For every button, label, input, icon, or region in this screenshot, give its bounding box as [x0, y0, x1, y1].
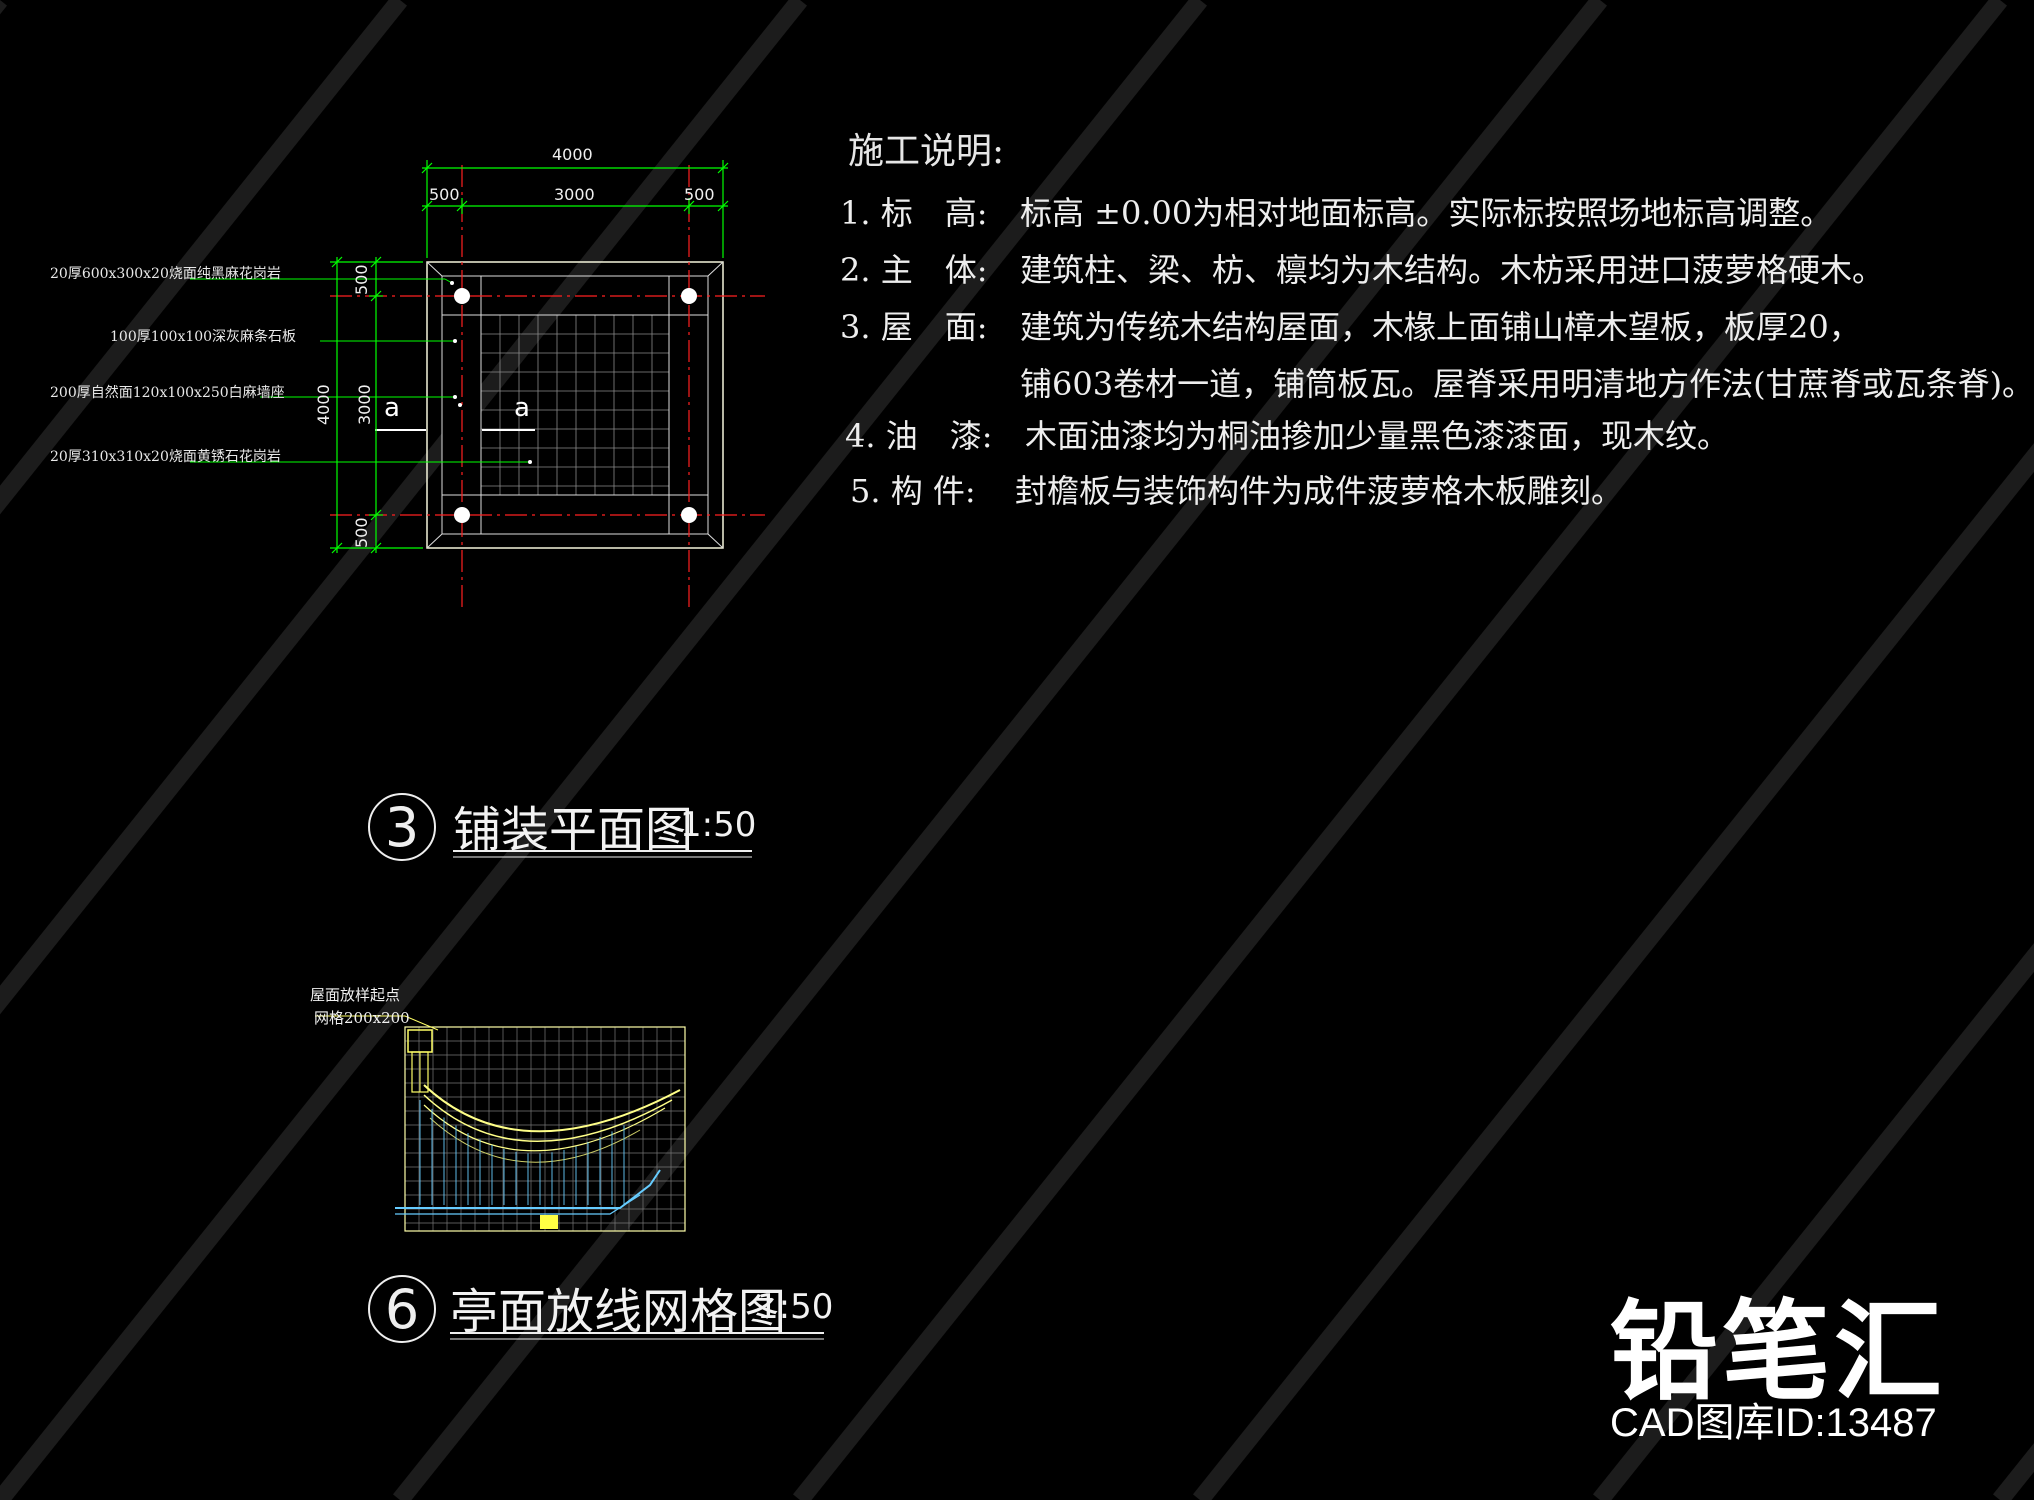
roof-grid-title: 亭面放线网格图: [450, 1284, 787, 1340]
plan-outer-border: [426, 261, 724, 549]
left-dimensions: [330, 256, 423, 554]
brand-logo: 铅笔汇: [1610, 1290, 1947, 1415]
dim-top-total: 4000: [552, 145, 593, 164]
column-marker: [454, 507, 470, 523]
note-text: 建筑为传统木结构屋面，木椽上面铺山樟木望板，板厚20，: [1020, 308, 1861, 346]
note-text: 建筑柱、梁、枋、檩均为木结构。木枋采用进口菠萝格硬木。: [1020, 251, 1885, 289]
note-item: 铺603卷材一道，铺筒板瓦。屋脊采用明清地方作法(甘蔗脊或瓦条脊)。: [840, 359, 2034, 405]
notes-title: 施工说明:: [848, 131, 1005, 172]
dim-top-middle: 3000: [554, 185, 595, 204]
roof-grid-size-label: 网格200x200: [314, 1009, 410, 1027]
roof-layout-grid: [404, 1026, 686, 1231]
top-dimensions: [421, 160, 729, 258]
paving-plan: [190, 160, 765, 610]
note-label: 5. 构 件:: [850, 472, 976, 510]
paving-plan-scale: 1:50: [680, 805, 757, 845]
column-marker: [454, 288, 470, 304]
note-text: 铺603卷材一道，铺筒板瓦。屋脊采用明清地方作法(甘蔗脊或瓦条脊)。: [1020, 365, 2034, 403]
note-label: 4. 油 漆:: [845, 417, 993, 455]
dim-left-total: 4000: [314, 384, 333, 425]
dim-top-left: 500: [429, 185, 460, 204]
note-label: 3. 屋 面:: [840, 308, 988, 346]
note-label: 2. 主 体:: [840, 251, 988, 289]
note-item: 3. 屋 面: 建筑为传统木结构屋面，木椽上面铺山樟木望板，板厚20，: [840, 302, 1861, 348]
column-marker: [681, 288, 697, 304]
leader-label: 200厚自然面120x100x250白麻墙座: [50, 385, 285, 401]
drawing-number-badge: 3: [368, 793, 436, 861]
drawing-number-badge: 6: [368, 1275, 436, 1343]
note-text: 木面油漆均为桐油掺加少量黑色漆漆面，现木纹。: [1025, 417, 1730, 455]
note-label: 1. 标 高:: [840, 194, 988, 232]
roof-grid-scale: 1:50: [757, 1287, 834, 1327]
roof-grid-drawing: [315, 1015, 686, 1232]
leader-label: 20厚310x310x20烧面黄锈石花岗岩: [50, 449, 281, 465]
note-text: 标高 ±0.00为相对地面标高。实际标按照场地标高调整。: [1020, 194, 1833, 232]
leader-label: 100厚100x100深灰麻条石板: [110, 329, 297, 345]
note-item: 2. 主 体: 建筑柱、梁、枋、檩均为木结构。木枋采用进口菠萝格硬木。: [840, 245, 1884, 291]
note-item: 5. 构 件: 封檐板与装饰构件为成件菠萝格木板雕刻。: [850, 466, 1623, 512]
plan-paving-grid: [480, 314, 669, 495]
leader-label: 20厚600x300x20烧面纯黑麻花岗岩: [50, 266, 281, 282]
dim-left-top: 500: [352, 264, 371, 295]
note-item: 1. 标 高: 标高 ±0.00为相对地面标高。实际标按照场地标高调整。: [840, 188, 1832, 234]
section-mark-right: a: [514, 393, 530, 423]
note-item: 4. 油 漆: 木面油漆均为桐油掺加少量黑色漆漆面，现木纹。: [845, 411, 1729, 457]
note-text: 封檐板与装饰构件为成件菠萝格木板雕刻。: [1015, 472, 1624, 510]
brand-id-text: CAD图库ID:13487: [1610, 1401, 1937, 1445]
roof-fan-lines: [419, 1100, 625, 1205]
leader-lines: [190, 278, 530, 463]
dim-top-right: 500: [684, 185, 715, 204]
section-mark-left: a: [384, 393, 400, 423]
roof-start-label: 屋面放样起点: [310, 986, 401, 1004]
dim-left-bottom: 500: [352, 517, 371, 548]
column-marker: [681, 507, 697, 523]
dim-left-middle: 3000: [355, 384, 374, 425]
paving-plan-title: 铺装平面图: [453, 802, 694, 858]
